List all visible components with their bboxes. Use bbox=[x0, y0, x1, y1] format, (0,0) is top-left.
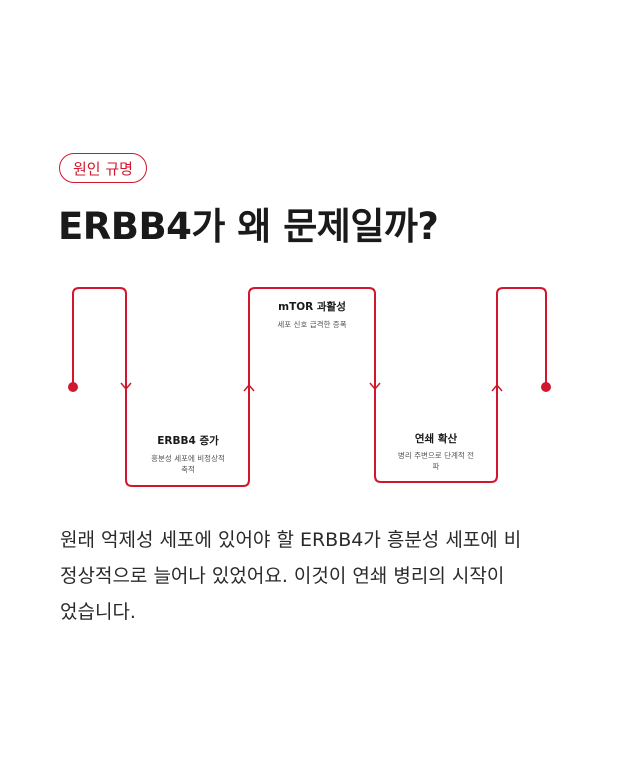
stage-title: mTOR 과활성 bbox=[278, 300, 346, 313]
body-line: 었습니다. bbox=[60, 601, 136, 623]
end-dot bbox=[541, 382, 551, 392]
pathway-line bbox=[72, 287, 547, 487]
stage-title: 연쇄 확산 bbox=[415, 432, 458, 445]
category-badge: 원인 규명 bbox=[59, 153, 147, 183]
stage-desc: 축적 bbox=[181, 464, 195, 474]
stage-desc: 흥분성 세포에 비정상적 bbox=[151, 453, 225, 463]
body-line: 원래 억제성 세포에 있어야 할 ERBB4가 흥분성 세포에 비 bbox=[60, 529, 522, 551]
up-arrow-icon bbox=[243, 383, 255, 392]
body-line: 정상적으로 늘어나 있었어요. 이것이 연쇄 병리의 시작이 bbox=[60, 565, 505, 587]
stage-title: ERBB4 증가 bbox=[157, 434, 219, 447]
pathway-diagram: ERBB4 증가 흥분성 세포에 비정상적 축적 mTOR 과활성 세포 신호 … bbox=[68, 287, 551, 487]
up-arrow-icon bbox=[491, 383, 503, 392]
stage-desc: 파 bbox=[433, 462, 440, 471]
page-title: ERBB4가 왜 문제일까? bbox=[58, 205, 439, 248]
down-arrow-icon bbox=[369, 382, 381, 391]
stage-desc: 세포 신호 급격한 증폭 bbox=[277, 319, 346, 329]
down-arrow-icon bbox=[120, 382, 132, 391]
start-dot bbox=[68, 382, 78, 392]
stage-desc: 병리 주변으로 단계적 전 bbox=[398, 450, 474, 460]
body-paragraph: 원래 억제성 세포에 있어야 할 ERBB4가 흥분성 세포에 비 정상적으로 … bbox=[60, 522, 580, 630]
